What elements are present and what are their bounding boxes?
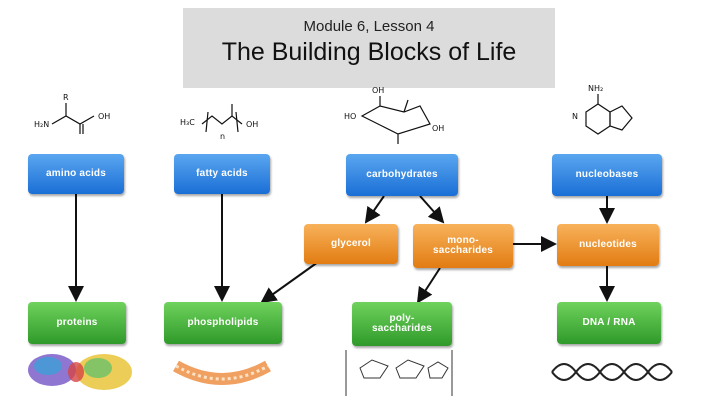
node-dna-rna: DNA / RNA (557, 302, 661, 344)
node-glycerol: glycerol (304, 224, 398, 264)
arrow-mono-to-poly (416, 267, 441, 304)
lipid-bilayer-icon (173, 360, 271, 385)
node-monosaccharides: mono- saccharides (413, 224, 513, 268)
base-ring-label: N (572, 112, 578, 121)
node-phospholipids: phospholipids (164, 302, 282, 344)
arrow-carb-to-mono (419, 195, 445, 224)
dna-helix-icon (551, 363, 673, 381)
sugar-right-label: OH (432, 124, 445, 133)
fatty-right-label: OH (246, 120, 259, 129)
node-proteins: proteins (28, 302, 126, 344)
arrow-carb-to-glycerol (364, 195, 385, 224)
amino-right-label: OH (98, 112, 111, 121)
title-box: Module 6, Lesson 4 The Building Blocks o… (183, 8, 555, 88)
amino-left-label: H₂N (34, 120, 50, 129)
amino-acid-structure-icon (51, 103, 95, 134)
node-fatty-acids: fatty acids (174, 154, 270, 194)
fatty-acid-structure-icon (201, 104, 243, 133)
sugar-left-label: HO (344, 112, 357, 121)
fatty-left-label: H₃C (180, 118, 195, 127)
node-carbohydrates: carbohydrates (346, 154, 458, 196)
node-polysaccharides: poly- saccharides (352, 302, 452, 346)
node-amino-acids: amino acids (28, 154, 124, 194)
sugar-top-label: OH (372, 86, 385, 95)
node-nucleotides: nucleotides (557, 224, 659, 266)
nucleobase-structure-icon (585, 94, 633, 135)
protein-structure-icon (28, 354, 132, 390)
arrow-glycerol-to-phospholipids (260, 261, 319, 304)
lesson-subtitle: Module 6, Lesson 4 (303, 18, 435, 35)
polysaccharide-chain-icon (345, 350, 453, 396)
page-title: The Building Blocks of Life (221, 38, 517, 66)
base-top-label: NH₂ (588, 84, 604, 93)
node-nucleobases: nucleobases (552, 154, 662, 196)
sugar-structure-icon (360, 96, 431, 144)
amino-top-label: R (63, 93, 69, 102)
fatty-sub-label: n (220, 132, 226, 141)
